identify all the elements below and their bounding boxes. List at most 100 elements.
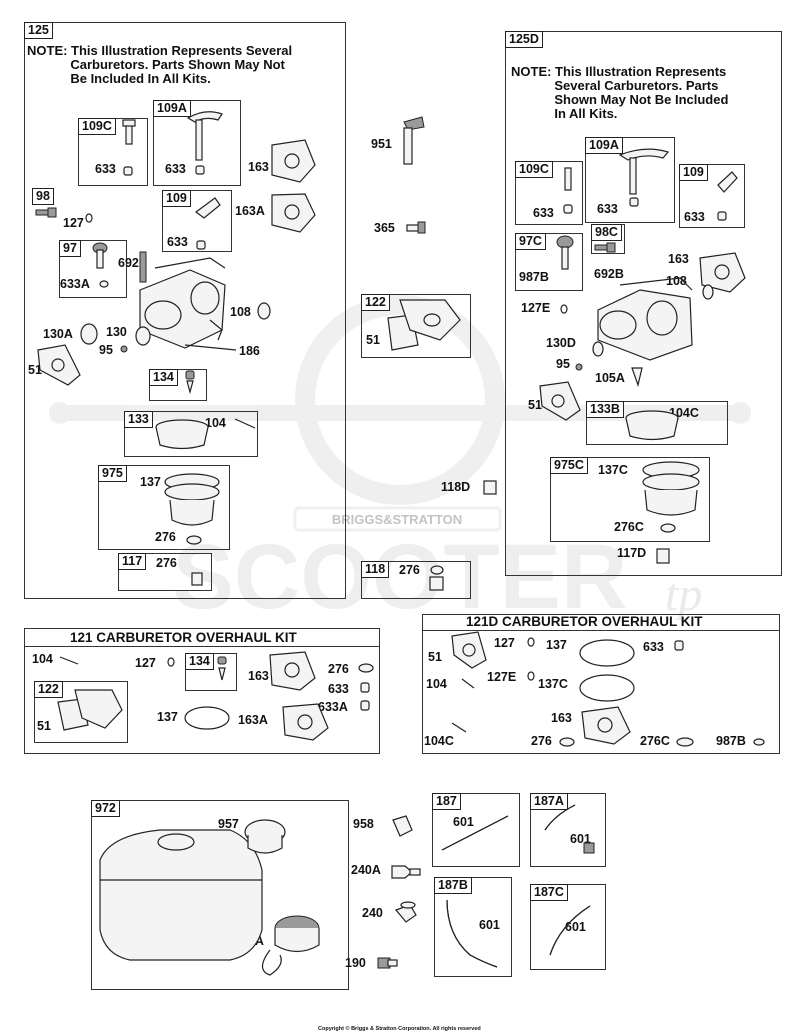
small-parts-125D-icon <box>575 341 643 388</box>
tag-133: 133 <box>124 411 153 428</box>
label-276C: 276C <box>640 734 670 748</box>
fittings-bottom-icon <box>377 815 421 969</box>
nut-117-icon <box>191 572 203 586</box>
box-109A-d <box>585 137 675 223</box>
label-130: 130 <box>106 325 127 339</box>
kit-121-parts-icon <box>57 651 374 741</box>
gasket-163-icon <box>271 139 316 183</box>
label-240: 240 <box>362 906 383 920</box>
label-51: 51 <box>28 363 42 377</box>
label-51: 51 <box>528 398 542 412</box>
gasket-51-icon <box>37 344 81 386</box>
label-104: 104 <box>32 652 53 666</box>
tag-975: 975 <box>98 465 127 482</box>
fuel-inlets-125D-icon <box>563 148 738 221</box>
tag-122: 122 <box>34 681 63 698</box>
needle-134-icon <box>185 370 195 395</box>
copyright-text: Copyright © Briggs & Stratton Corporatio… <box>318 1026 481 1032</box>
box-133 <box>124 411 258 457</box>
tag-109C: 109C <box>515 161 553 178</box>
box-109A <box>153 100 241 186</box>
label-957: 957 <box>218 817 239 831</box>
tag-97C: 97C <box>515 233 546 250</box>
label-951: 951 <box>371 137 392 151</box>
label-633A: 633A <box>318 700 348 714</box>
kit-121D-box <box>422 614 780 754</box>
tag-109A: 109A <box>585 137 623 154</box>
label-163A: 163A <box>235 204 265 218</box>
choke-97C-icon <box>556 235 574 270</box>
pin-951-icon <box>403 116 425 165</box>
watermark-brand: BRIGGS&STRATTON <box>332 512 462 527</box>
tag-117: 117 <box>118 553 147 570</box>
box-122-kit <box>34 681 128 743</box>
label-127E: 127E <box>521 301 551 315</box>
label-108: 108 <box>230 305 251 319</box>
kit-121-box <box>24 628 380 754</box>
screw-365-icon <box>406 221 426 234</box>
tag-109A: 109A <box>153 100 191 117</box>
box-975C <box>550 457 710 542</box>
label-104C: 104C <box>424 734 454 748</box>
nut-117D-icon <box>656 548 670 564</box>
label-127: 127 <box>63 216 84 230</box>
label-633A: 633A <box>60 277 90 291</box>
label-633: 633 <box>643 640 664 654</box>
label-137: 137 <box>157 710 178 724</box>
label-163: 163 <box>248 160 269 174</box>
screw-98C-icon <box>594 242 616 253</box>
label-276: 276 <box>399 563 420 577</box>
box-133B <box>586 401 728 445</box>
label-365: 365 <box>374 221 395 235</box>
tag-134: 134 <box>149 369 178 386</box>
fuel-line-187B-icon <box>446 899 498 968</box>
box-109 <box>162 190 232 252</box>
box-109-d <box>679 164 745 228</box>
box-97 <box>59 240 127 298</box>
label-127: 127 <box>135 656 156 670</box>
label-633: 633 <box>684 210 705 224</box>
label-601: 601 <box>565 920 586 934</box>
label-987B: 987B <box>519 270 549 284</box>
label-127: 127 <box>494 636 515 650</box>
label-130A: 130A <box>43 327 73 341</box>
label-240A: 240A <box>351 863 381 877</box>
label-104: 104 <box>205 416 226 430</box>
label-117D: 117D <box>617 546 647 560</box>
box-975 <box>98 465 230 550</box>
label-692B: 692B <box>594 267 624 281</box>
watermark-big-text: SCOOTER <box>173 526 628 628</box>
label-633: 633 <box>95 162 116 176</box>
tag-98: 98 <box>32 188 54 205</box>
kit-121D-title: 121D CARBURETOR OVERHAUL KIT <box>466 614 703 629</box>
box-187 <box>432 793 520 867</box>
label-163: 163 <box>248 669 269 683</box>
label-108: 108 <box>666 274 687 288</box>
gasket-163-125D-icon <box>560 252 746 314</box>
tag-187C: 187C <box>530 884 568 901</box>
fuel-inlet-109-icon <box>194 197 221 250</box>
label-137C: 137C <box>538 677 568 691</box>
nut-118-icon <box>429 565 444 591</box>
kit-121D-parts-icon <box>451 631 765 747</box>
label-958: 958 <box>353 817 374 831</box>
fuel-line-187-icon <box>441 815 509 851</box>
choke-97-icon <box>92 242 147 288</box>
box-187B <box>434 877 512 977</box>
label-137: 137 <box>546 638 567 652</box>
label-633: 633 <box>328 682 349 696</box>
label-633: 633 <box>165 162 186 176</box>
label-127E: 127E <box>487 670 517 684</box>
box-117 <box>118 553 212 591</box>
label-276: 276 <box>155 530 176 544</box>
tag-187: 187 <box>432 793 461 810</box>
gasket-51-125D-icon <box>539 381 581 421</box>
watermark-tail: tp <box>665 568 702 621</box>
box-118 <box>361 561 471 599</box>
label-601: 601 <box>453 815 474 829</box>
small-parts-125-icon <box>80 302 271 353</box>
label-118D: 118D <box>441 480 471 494</box>
label-51: 51 <box>428 650 442 664</box>
tag-187A: 187A <box>530 793 568 810</box>
